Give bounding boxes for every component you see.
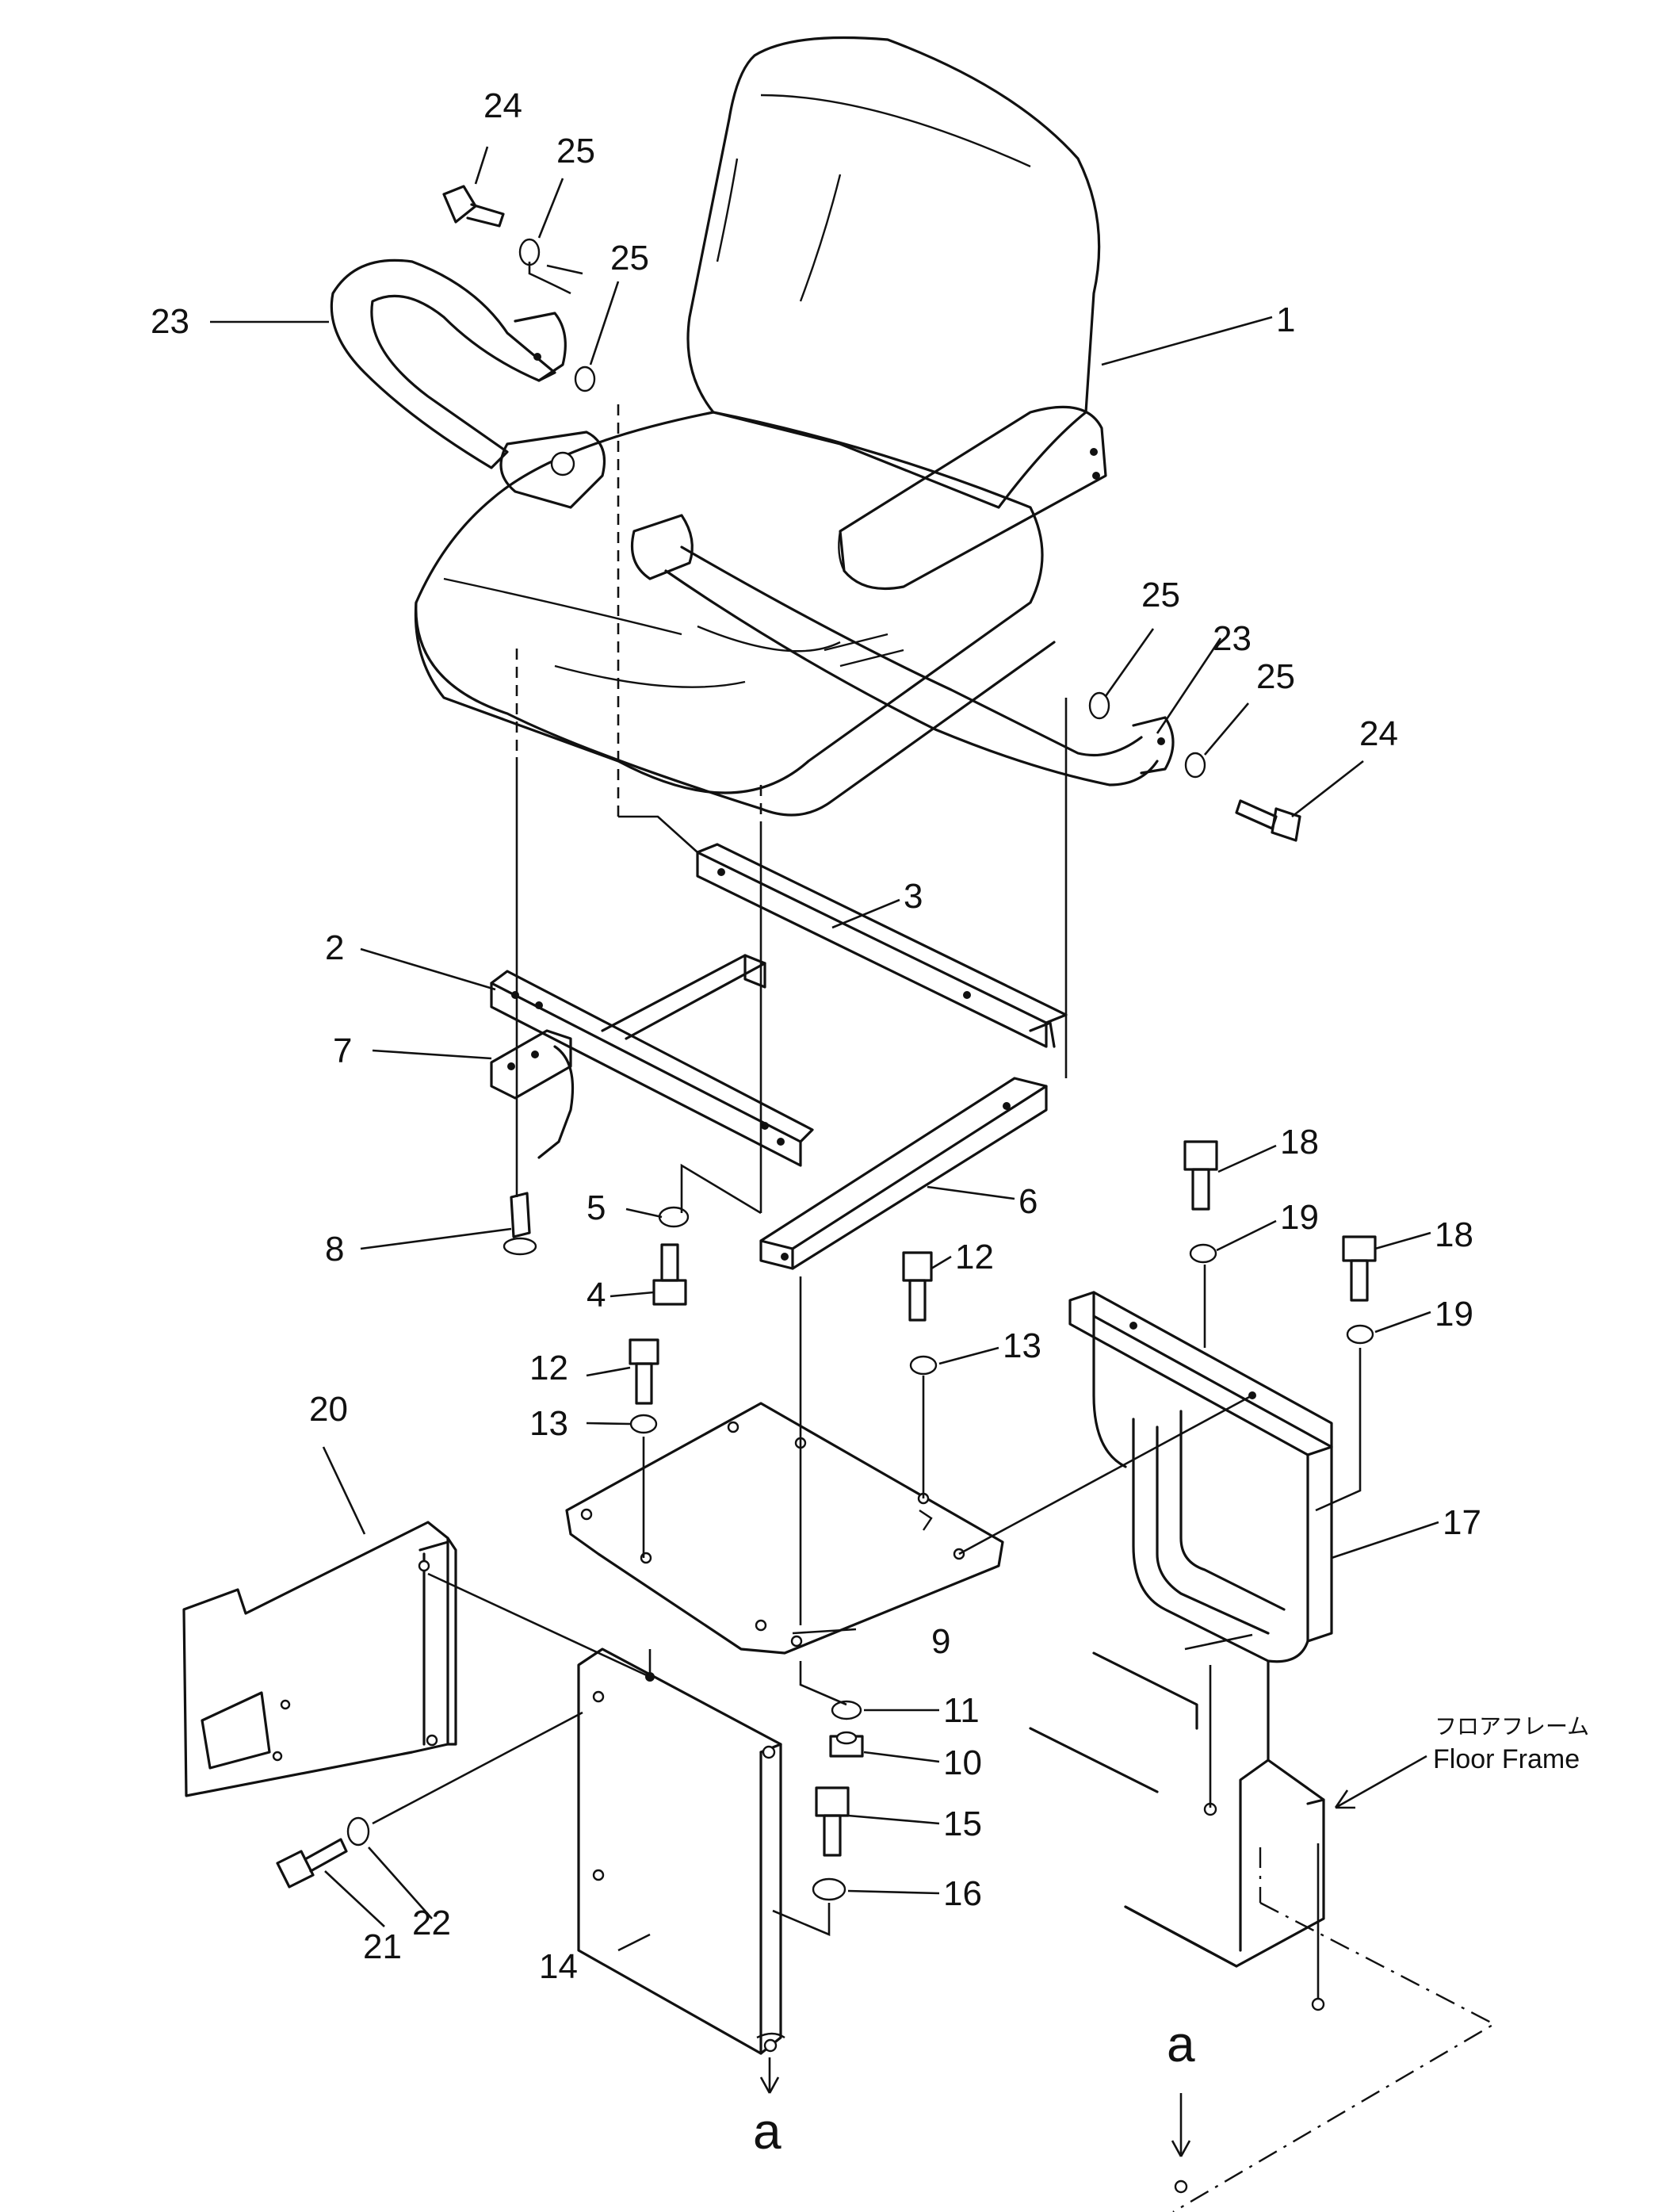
callout-2: 2 [325,928,344,967]
bolt-15 [815,1786,850,1857]
callout-leaders [210,146,1439,1952]
view-a-arrow-right [1171,2140,1191,2157]
washer-25-b [574,365,596,392]
callout-24-upper: 24 [483,86,522,125]
callout-23-right: 23 [1213,619,1252,658]
bolt-12-left [629,1338,659,1405]
washer-13-left [629,1414,658,1434]
callout-13-left: 13 [529,1404,568,1443]
callout-13-right: 13 [1003,1326,1041,1365]
callout-23-left: 23 [151,302,189,341]
view-a-label-left: a [753,2103,781,2160]
callout-18-right: 18 [1435,1215,1473,1254]
callout-12-right: 12 [955,1238,994,1276]
callout-10: 10 [943,1743,982,1782]
washer-19-right [1346,1324,1374,1345]
callout-12-left: 12 [529,1349,568,1387]
callout-25-c: 25 [1141,576,1180,614]
floor-frame-label-jp: フロアフレーム [1435,1713,1589,1739]
side-cover-20 [182,1521,457,1797]
callout-14: 14 [539,1947,578,1986]
callout-25-b: 25 [610,239,649,277]
callout-4: 4 [587,1276,606,1315]
operator-seat [414,36,1107,817]
seat-rail-2 [490,954,814,1167]
callout-25-d: 25 [1256,657,1295,696]
callout-24-lower: 24 [1359,714,1398,753]
seat-belt [330,258,1175,786]
washer-11 [831,1700,862,1720]
bolt-24-lower [1235,799,1301,842]
slide-lever-7 [490,1029,575,1159]
callout-18-left: 18 [1280,1123,1319,1161]
callout-16: 16 [943,1874,982,1913]
callout-21: 21 [363,1927,402,1966]
alignment-lines [372,262,1362,2157]
bolt-12-right [902,1251,933,1322]
floor-frame-label-en: Floor Frame [1433,1744,1580,1774]
callout-3: 3 [904,877,923,916]
washer-22 [346,1816,370,1847]
washer-25-a [518,238,541,266]
bolt-18-right [1342,1235,1377,1302]
callout-25-a: 25 [556,132,595,170]
nut-10 [829,1731,864,1758]
washer-5 [658,1206,690,1228]
seat-stand-17 [1068,1291,1333,1663]
callout-8: 8 [325,1230,344,1269]
callout-17: 17 [1443,1503,1481,1542]
callout-1: 1 [1276,300,1295,339]
bolt-18-left [1183,1140,1218,1211]
floor-frame-arrow [1334,1755,1427,1809]
washer-13-right [909,1355,938,1376]
callout-22: 22 [412,1904,451,1942]
callout-11: 11 [943,1691,980,1730]
callout-5: 5 [587,1188,606,1227]
floor-frame [1029,1651,1496,2212]
bolt-24-upper [442,185,505,228]
callout-19-left: 19 [1280,1198,1319,1237]
view-a-arrow-left [759,2076,780,2094]
bolt-21 [276,1838,348,1889]
callout-6: 6 [1018,1182,1038,1221]
callout-9: 9 [931,1622,950,1661]
mounting-plate-9 [565,1402,1004,1655]
bolt-8 [503,1192,537,1256]
seat-rail-6 [759,1077,1048,1270]
washer-19-left [1189,1243,1217,1264]
washer-25-d [1184,752,1206,779]
callout-7: 7 [333,1031,352,1070]
callout-20: 20 [309,1390,348,1429]
seat-rail-3 [696,843,1068,1048]
cover-plate-14 [577,1648,785,2055]
callout-15: 15 [943,1804,982,1843]
callout-19-right: 19 [1435,1295,1473,1334]
washer-25-c [1088,691,1110,720]
washer-16 [812,1877,846,1901]
view-a-label-right: a [1167,2015,1195,2072]
bolt-4 [652,1243,687,1306]
